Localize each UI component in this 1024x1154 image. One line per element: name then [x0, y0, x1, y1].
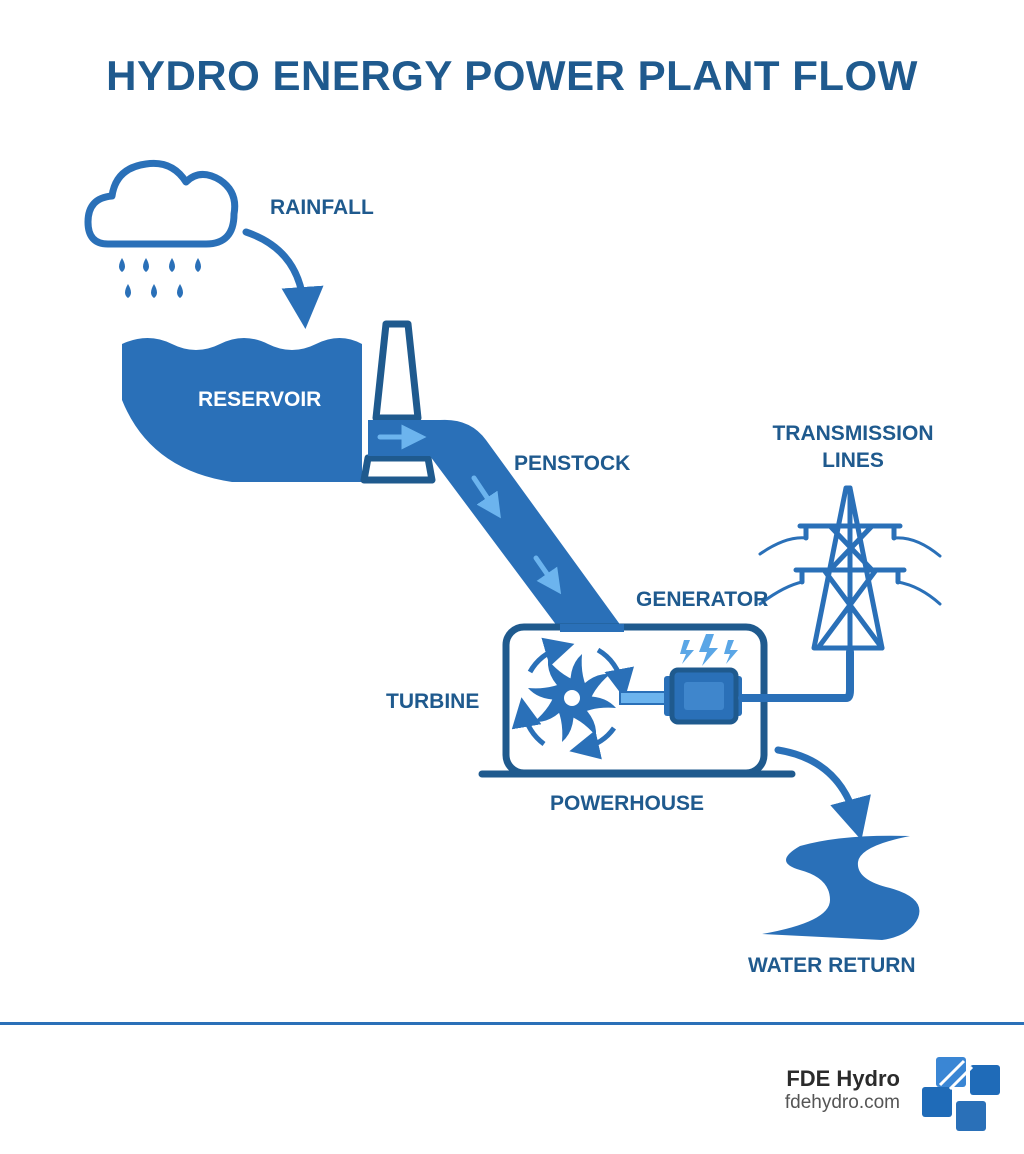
- label-rainfall: RAINFALL: [270, 196, 374, 219]
- label-turbine: TURBINE: [386, 690, 480, 713]
- footer-divider: [0, 1022, 1024, 1025]
- transmission-tower-icon: [758, 485, 942, 651]
- generator-icon: [664, 667, 742, 725]
- outflow-arrow: [774, 746, 871, 841]
- dam-icon: [360, 320, 436, 484]
- label-penstock: PENSTOCK: [514, 452, 631, 475]
- logo-icon: [922, 1057, 1000, 1131]
- turbine-icon: [511, 637, 634, 760]
- reservoir-water: [122, 338, 362, 482]
- cloud-rain-icon: [84, 159, 239, 298]
- penstock-pipe: [368, 419, 624, 630]
- hydro-flow-diagram: [84, 159, 942, 940]
- brand-name: FDE Hydro: [786, 1066, 900, 1091]
- lightning-icon: [680, 634, 738, 666]
- label-generator: GENERATOR: [636, 588, 769, 611]
- label-water-return: WATER RETURN: [748, 954, 916, 977]
- brand-url[interactable]: fdehydro.com: [784, 1092, 900, 1113]
- rainfall-arrow: [242, 228, 324, 329]
- label-reservoir: RESERVOIR: [198, 388, 322, 411]
- label-powerhouse: POWERHOUSE: [550, 792, 705, 815]
- power-cable: [738, 648, 854, 702]
- turbine-shaft: [619, 691, 669, 705]
- label-transmission-lines: TRANSMISSION LINES: [772, 422, 934, 472]
- river-icon: [762, 835, 920, 940]
- page-title: HYDRO ENERGY POWER PLANT FLOW: [106, 52, 918, 99]
